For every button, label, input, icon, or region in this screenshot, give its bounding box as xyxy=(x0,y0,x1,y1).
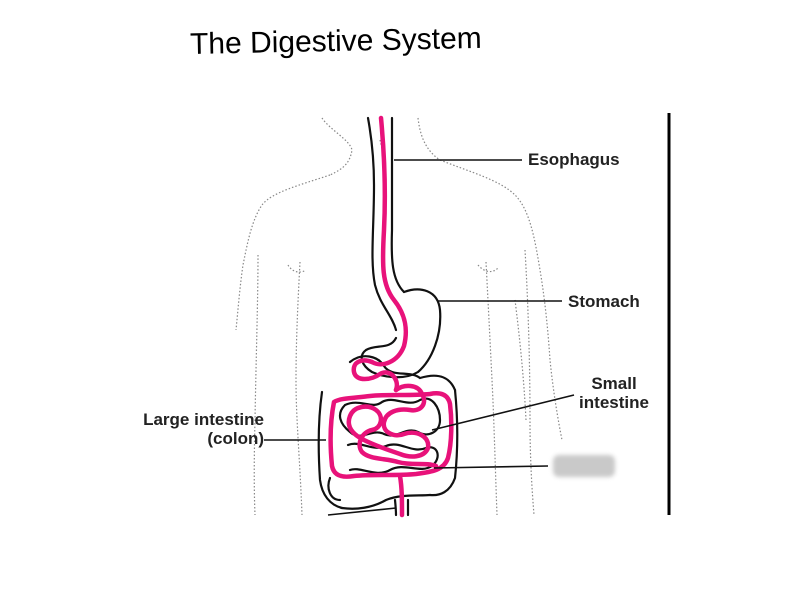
small-intestine-leader xyxy=(431,394,575,431)
digestive-tract xyxy=(328,115,454,518)
small-intestine-tract xyxy=(346,383,439,469)
colon-outline-right xyxy=(428,388,459,497)
small-intestine-label-line2: intestine xyxy=(579,393,649,412)
torso-left xyxy=(295,261,303,516)
arm-left-inner xyxy=(253,254,259,516)
rectum-outline xyxy=(393,498,410,517)
organ-outlines xyxy=(317,116,459,517)
colon-outline-bottom xyxy=(340,493,432,510)
stomach-label: Stomach xyxy=(568,292,640,311)
leader-lines xyxy=(264,159,575,516)
neck-right-outline xyxy=(417,117,441,161)
esophagus-tract xyxy=(369,115,409,367)
stomach-tract xyxy=(351,358,400,393)
neck-left-outline xyxy=(321,117,353,176)
colon-outline-left xyxy=(317,390,344,510)
small-intestine-outline-top xyxy=(348,355,457,392)
esophagus-label: Esophagus xyxy=(528,150,620,169)
rectum-tract xyxy=(397,473,405,518)
esophagus-outline-left xyxy=(366,116,398,332)
large-intestine-label-line2: (colon) xyxy=(207,429,264,448)
large-intestine-label: Large intestine (colon) xyxy=(140,410,264,448)
small-intestine-label-line1: Small xyxy=(591,374,637,393)
shoulder-left-outline xyxy=(235,174,331,331)
torso-right xyxy=(485,261,498,516)
blurred-label-leader xyxy=(433,465,549,469)
arm-right-inner xyxy=(524,249,535,516)
esophagus-outline-right xyxy=(390,116,406,294)
obscured-label-patch xyxy=(553,455,615,477)
colon-tract xyxy=(328,391,454,479)
chest-right xyxy=(477,264,499,273)
shoulder-right-outline xyxy=(439,159,563,441)
bottom-leader xyxy=(327,507,397,516)
arm-right-outer xyxy=(514,299,527,421)
appendix-outline xyxy=(327,476,342,502)
large-intestine-label-line1: Large intestine xyxy=(143,410,264,429)
stomach-outline xyxy=(360,288,442,379)
small-intestine-label: Small intestine xyxy=(568,374,660,412)
chest-left xyxy=(287,264,307,273)
